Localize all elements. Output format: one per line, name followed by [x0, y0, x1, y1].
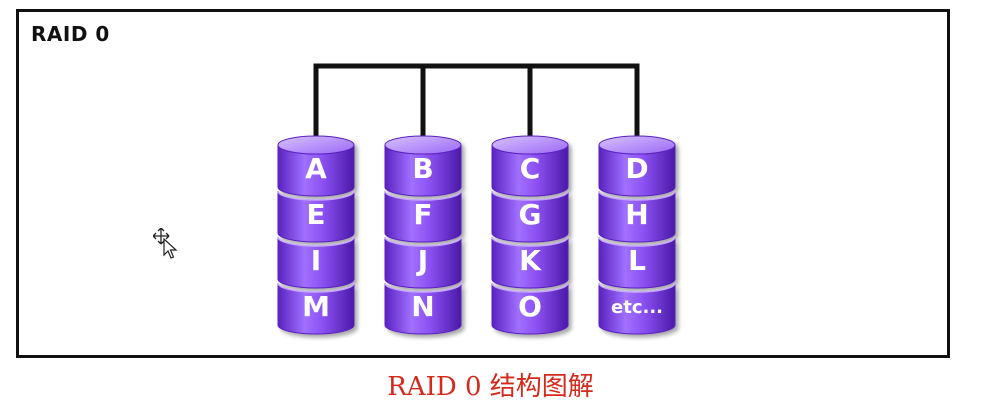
- disk-1-block-label: M: [302, 290, 330, 323]
- disk-4-top-cap: [598, 135, 676, 155]
- disk-3-block-label: O: [518, 290, 542, 323]
- disk-2-top-cap: [384, 135, 462, 155]
- disk-3-seam-4: [491, 282, 569, 293]
- disk-3-block-label: G: [519, 198, 542, 231]
- disk-1-block-label: I: [311, 244, 321, 277]
- disk-3-block-label: K: [519, 244, 542, 277]
- disk-3-seam-3: [491, 236, 569, 247]
- diagram-title: RAID 0: [31, 22, 110, 46]
- disk-2-block-label: N: [411, 290, 434, 323]
- disk-3-seam-2: [491, 190, 569, 201]
- disk-1-seam-3: [277, 236, 355, 247]
- disk-4-seam-2: [598, 190, 676, 201]
- disk-1-block-label: A: [305, 152, 327, 185]
- disk-2-block-label: B: [412, 152, 433, 185]
- bus-lines: [313, 63, 640, 147]
- move-cursor-icon: [152, 227, 179, 264]
- disk-1-seam-2: [277, 190, 355, 201]
- disk-2-seam-4: [384, 282, 462, 293]
- diagram-caption: RAID 0 结构图解: [387, 372, 594, 402]
- disk-3-block-label: C: [520, 152, 541, 185]
- disk-2-seam-3: [384, 236, 462, 247]
- disk-4-seam-3: [598, 236, 676, 247]
- disk-4: DHLetc...: [598, 135, 676, 335]
- disk-4-block-label: D: [625, 152, 648, 185]
- disk-1-top-cap: [277, 135, 355, 155]
- disk-1-block-label: E: [306, 198, 325, 231]
- disk-2-block-label: J: [416, 244, 428, 277]
- disk-4-seam-4: [598, 282, 676, 293]
- disk-2-block-label: F: [413, 198, 432, 231]
- disk-2-seam-2: [384, 190, 462, 201]
- disk-3-top-cap: [491, 135, 569, 155]
- disk-4-block-label: H: [625, 198, 648, 231]
- disk-1-seam-4: [277, 282, 355, 293]
- disk-4-block-label: etc...: [611, 297, 663, 318]
- disk-4-block-label: L: [628, 244, 646, 277]
